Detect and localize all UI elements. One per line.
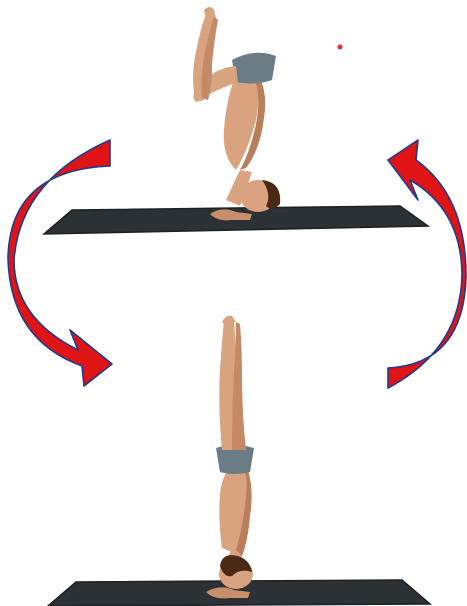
top-person-bent-legs <box>193 7 280 220</box>
bottom-person-straight-legs <box>206 316 254 599</box>
curved-arrow-up-icon <box>388 140 466 388</box>
top-figure-group <box>44 7 428 234</box>
marker-dot <box>338 45 343 50</box>
curved-arrow-down-icon <box>8 140 112 386</box>
